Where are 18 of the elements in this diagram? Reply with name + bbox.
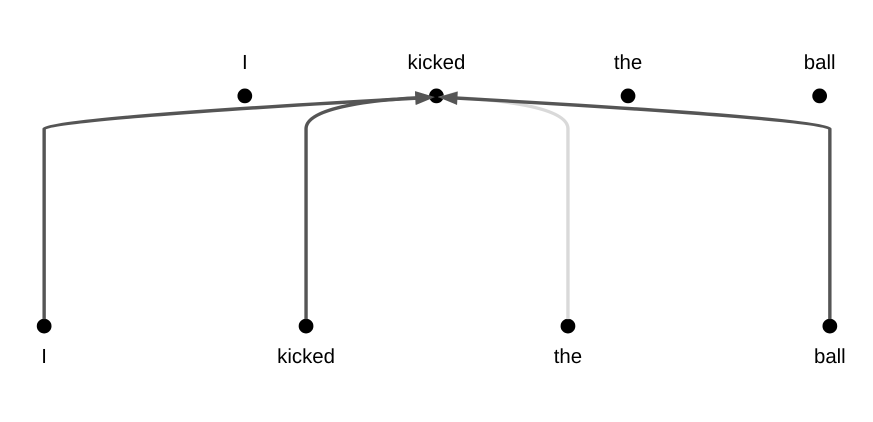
node-label: the xyxy=(553,346,582,368)
node-label: ball xyxy=(803,52,836,74)
node-circle xyxy=(822,318,837,334)
node-circle xyxy=(620,88,635,104)
node-circle xyxy=(428,88,444,104)
node-circle xyxy=(812,88,827,104)
node-circle xyxy=(36,318,52,334)
node-circle xyxy=(560,318,575,334)
node-label: kicked xyxy=(407,52,465,74)
node-label: kicked xyxy=(276,346,334,368)
arrow xyxy=(438,91,832,320)
node-label: the xyxy=(613,52,642,74)
node-label: I xyxy=(241,52,248,74)
node-label: I xyxy=(40,346,46,368)
node-label: ball xyxy=(813,346,846,368)
node-circle xyxy=(236,88,252,104)
arrow xyxy=(438,91,570,320)
node-circle xyxy=(298,318,313,334)
